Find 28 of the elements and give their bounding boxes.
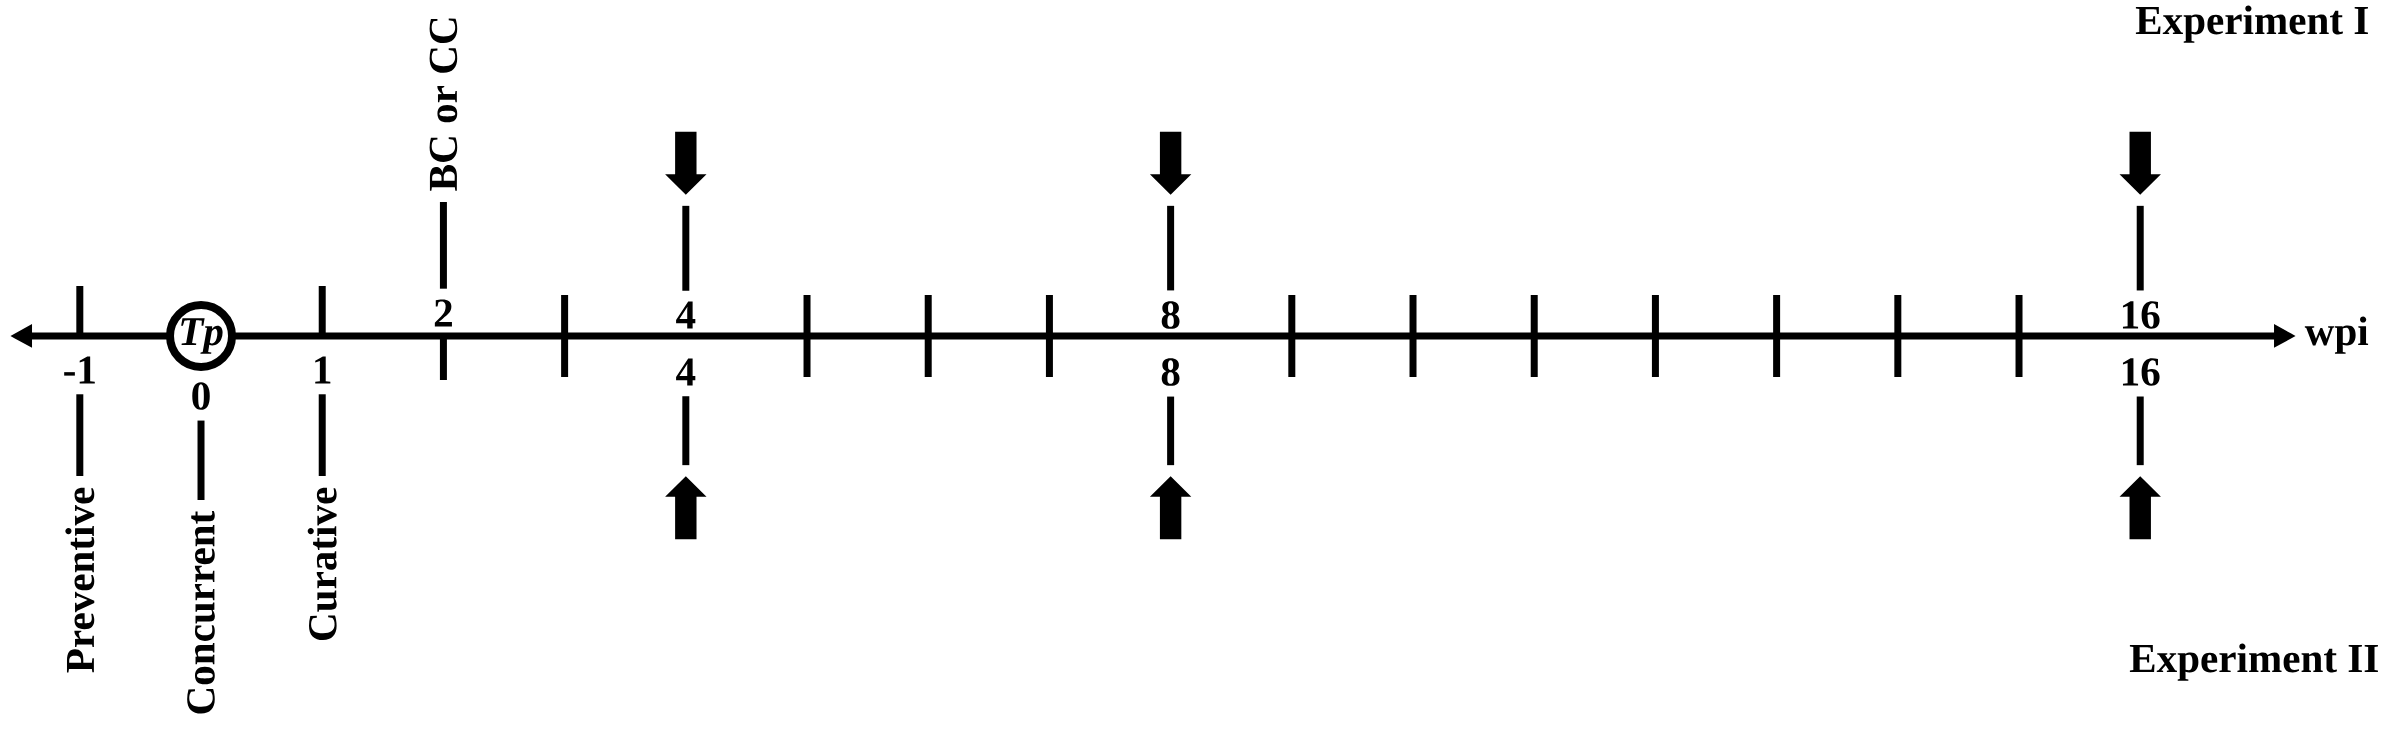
- tick-label: 8: [1161, 301, 1180, 329]
- vertical-label: Curative: [307, 487, 337, 640]
- tick-label: 1: [315, 356, 331, 384]
- tick-label: 2: [434, 299, 452, 327]
- block-arrow: [2119, 476, 2161, 540]
- block-arrow: [665, 476, 707, 540]
- block-arrow: [1149, 476, 1192, 540]
- leader-line: [1167, 205, 1175, 291]
- block-arrow: [665, 131, 707, 195]
- section-label: Experiment II: [2129, 643, 2378, 681]
- vertical-label: BC or CC: [429, 18, 458, 191]
- tick-label: 16: [2122, 358, 2160, 386]
- leader-line: [1167, 396, 1175, 466]
- tick-label: 4: [676, 301, 696, 329]
- leader-line: [2136, 396, 2144, 466]
- vertical-label: Concurrent: [187, 510, 215, 714]
- tick-label: 16: [2122, 301, 2160, 329]
- block-arrow: [1149, 131, 1192, 195]
- axis-label: wpi: [2304, 316, 2369, 354]
- block-arrow: [2119, 131, 2161, 195]
- tick-label: 8: [1161, 358, 1180, 386]
- circled-label: Tp: [166, 301, 236, 371]
- vertical-label: Preventive: [65, 487, 95, 673]
- section-label: Experiment I: [2135, 5, 2368, 43]
- tick-label: 0: [192, 382, 210, 410]
- tick-label: 4: [676, 358, 696, 386]
- leader-line: [2136, 205, 2144, 291]
- tick-label: -1: [64, 356, 95, 384]
